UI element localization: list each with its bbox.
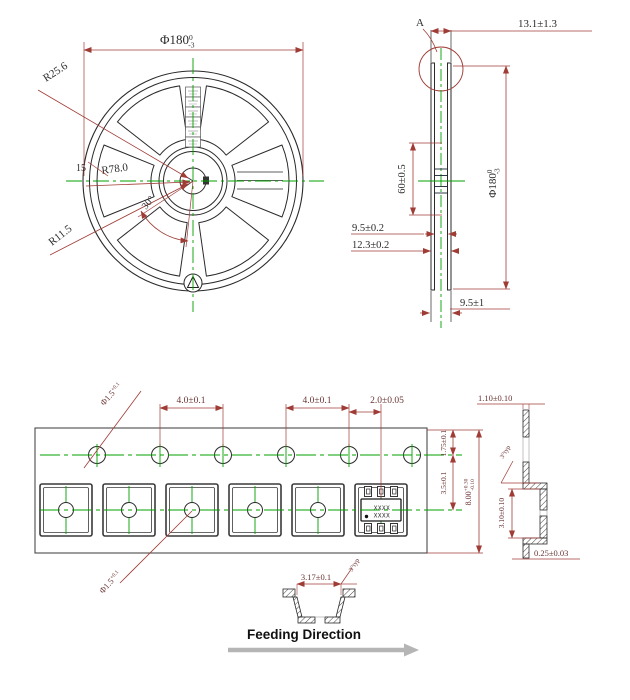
pocket-wall: [539, 515, 548, 539]
dim-pocket-hole: Φ1.5+0.1: [97, 569, 123, 596]
pocket-flange: [282, 588, 296, 598]
tape-cross-section: 1.10±0.10 3°typ 3.10±0.10 0.25±0.03: [477, 393, 580, 560]
dim-tape-width: 8.00+0.30-0.10: [464, 478, 477, 505]
dim-hole-to-pocket: 3.5±0.1: [439, 471, 448, 494]
pocket-wall-right: [335, 596, 346, 618]
angle-mark: [87, 161, 109, 177]
pocket-lip: [522, 482, 548, 490]
reel-spoke-cutout: [116, 85, 188, 156]
component-marking-1: XXXX: [374, 505, 390, 512]
component-pad: [364, 523, 372, 534]
component-marking-2: XXXX: [374, 513, 390, 520]
component-pad: [390, 523, 398, 534]
section-wall: [522, 409, 530, 438]
leader-line: [119, 510, 193, 584]
angle-leg: [185, 180, 194, 248]
component-pad-inner: [379, 525, 384, 532]
dim-inner-width: 9.5±0.2: [352, 223, 384, 234]
reel-spoke-cutouts: [96, 85, 290, 277]
pocket-lip: [522, 537, 548, 545]
sprocket-hole-row: [88, 444, 421, 467]
dim-lip-width: 1.10±0.10: [478, 393, 512, 403]
dim-tape-thickness: 0.25±0.03: [534, 548, 568, 558]
component-pad-inner: [392, 525, 397, 532]
dim-draft-angle: 3°typ: [499, 444, 512, 460]
dim-pocket-pitch-1: 4.0±0.1: [177, 396, 206, 406]
leader-line: [83, 390, 142, 469]
dim-pocket-pitch-2: 4.0±0.1: [303, 396, 332, 406]
reel-side-view: 13.1±1.3 A 60±0.5 9.5±0.2 12.3±0.2 Φ1800…: [351, 17, 592, 328]
dim-angle-15: 15: [76, 163, 86, 174]
pocket-bottom: [324, 616, 341, 624]
dim-hub-dia: 60±0.5: [397, 164, 408, 193]
detail-a-label: A: [416, 17, 424, 29]
feeding-direction: Feeding Direction: [228, 627, 419, 657]
feeding-direction-arrowhead: [404, 643, 419, 657]
dim-r-mid: R78.0: [101, 161, 129, 177]
detail-leader: [422, 28, 438, 53]
leader-line: [85, 179, 191, 187]
dim-sprocket-hole: Φ1.5+0.1: [98, 381, 124, 408]
reel-front-view: Φ1800-3 R25.6 R78.0 R11.5 15 30°: [37, 32, 324, 312]
pocket-wall-left: [292, 596, 303, 618]
center-key-tab: [203, 176, 209, 185]
reel-flange-left: [430, 62, 435, 291]
dim-side-diameter: Φ1800-3: [486, 168, 502, 198]
dim-outer-width: 12.3±0.2: [352, 240, 389, 251]
leader-line: [37, 89, 189, 179]
feeding-direction-label: Feeding Direction: [247, 627, 361, 642]
pocket-bottom: [297, 616, 316, 624]
component-pad: [364, 486, 372, 497]
dim-edge-to-hole: 1.75±0.1: [439, 429, 448, 456]
component-pad: [377, 523, 385, 534]
angle-leg: [500, 460, 514, 484]
pocket-flange: [342, 588, 356, 598]
dim-r-outer: R25.6: [41, 60, 70, 85]
angle-leg: [340, 567, 353, 585]
reel-spoke-cutout: [198, 206, 270, 277]
dim-pocket-width: 3.17±0.1: [301, 572, 331, 582]
component-pad-inner: [366, 525, 371, 532]
reel-flange-right: [447, 62, 452, 291]
dim-hole-offset: 2.0±0.05: [370, 396, 404, 406]
component-pad-inner: [392, 488, 397, 495]
angle-leg: [137, 180, 194, 218]
reel-spoke-cutout: [96, 144, 155, 218]
pin1-dot: [364, 514, 369, 519]
component-pad: [390, 486, 398, 497]
angle-arc: [140, 210, 189, 244]
reel-spoke-cutout: [198, 85, 270, 156]
component-pad-inner: [366, 488, 371, 495]
dim-pocket-draft-angle: 3°typ: [348, 557, 361, 573]
reel-spoke-cutout: [116, 206, 188, 277]
dim-overall-width: 13.1±1.3: [518, 18, 558, 30]
component-in-pocket: XXXX XXXX: [360, 486, 402, 534]
reel-spoke-cutout: [231, 144, 290, 218]
dim-pocket-depth: 3.10±0.10: [497, 498, 506, 529]
dim-bottom-width: 9.5±1: [460, 298, 484, 309]
leader-line: [49, 183, 189, 256]
dim-angle-30: 30°: [140, 194, 157, 212]
section-wall: [522, 461, 530, 484]
pocket-wall: [539, 488, 548, 511]
carrier-tape-top-view: XXXX XXXX 4.0±0.1 4.0±0.1 2.0±0.05 Φ1.5+…: [34, 381, 483, 596]
section-wall: [522, 543, 530, 559]
pocket-cross-section: 3.17±0.1 3°typ: [282, 557, 361, 624]
dim-reel-diameter: Φ1800-3: [160, 32, 195, 50]
